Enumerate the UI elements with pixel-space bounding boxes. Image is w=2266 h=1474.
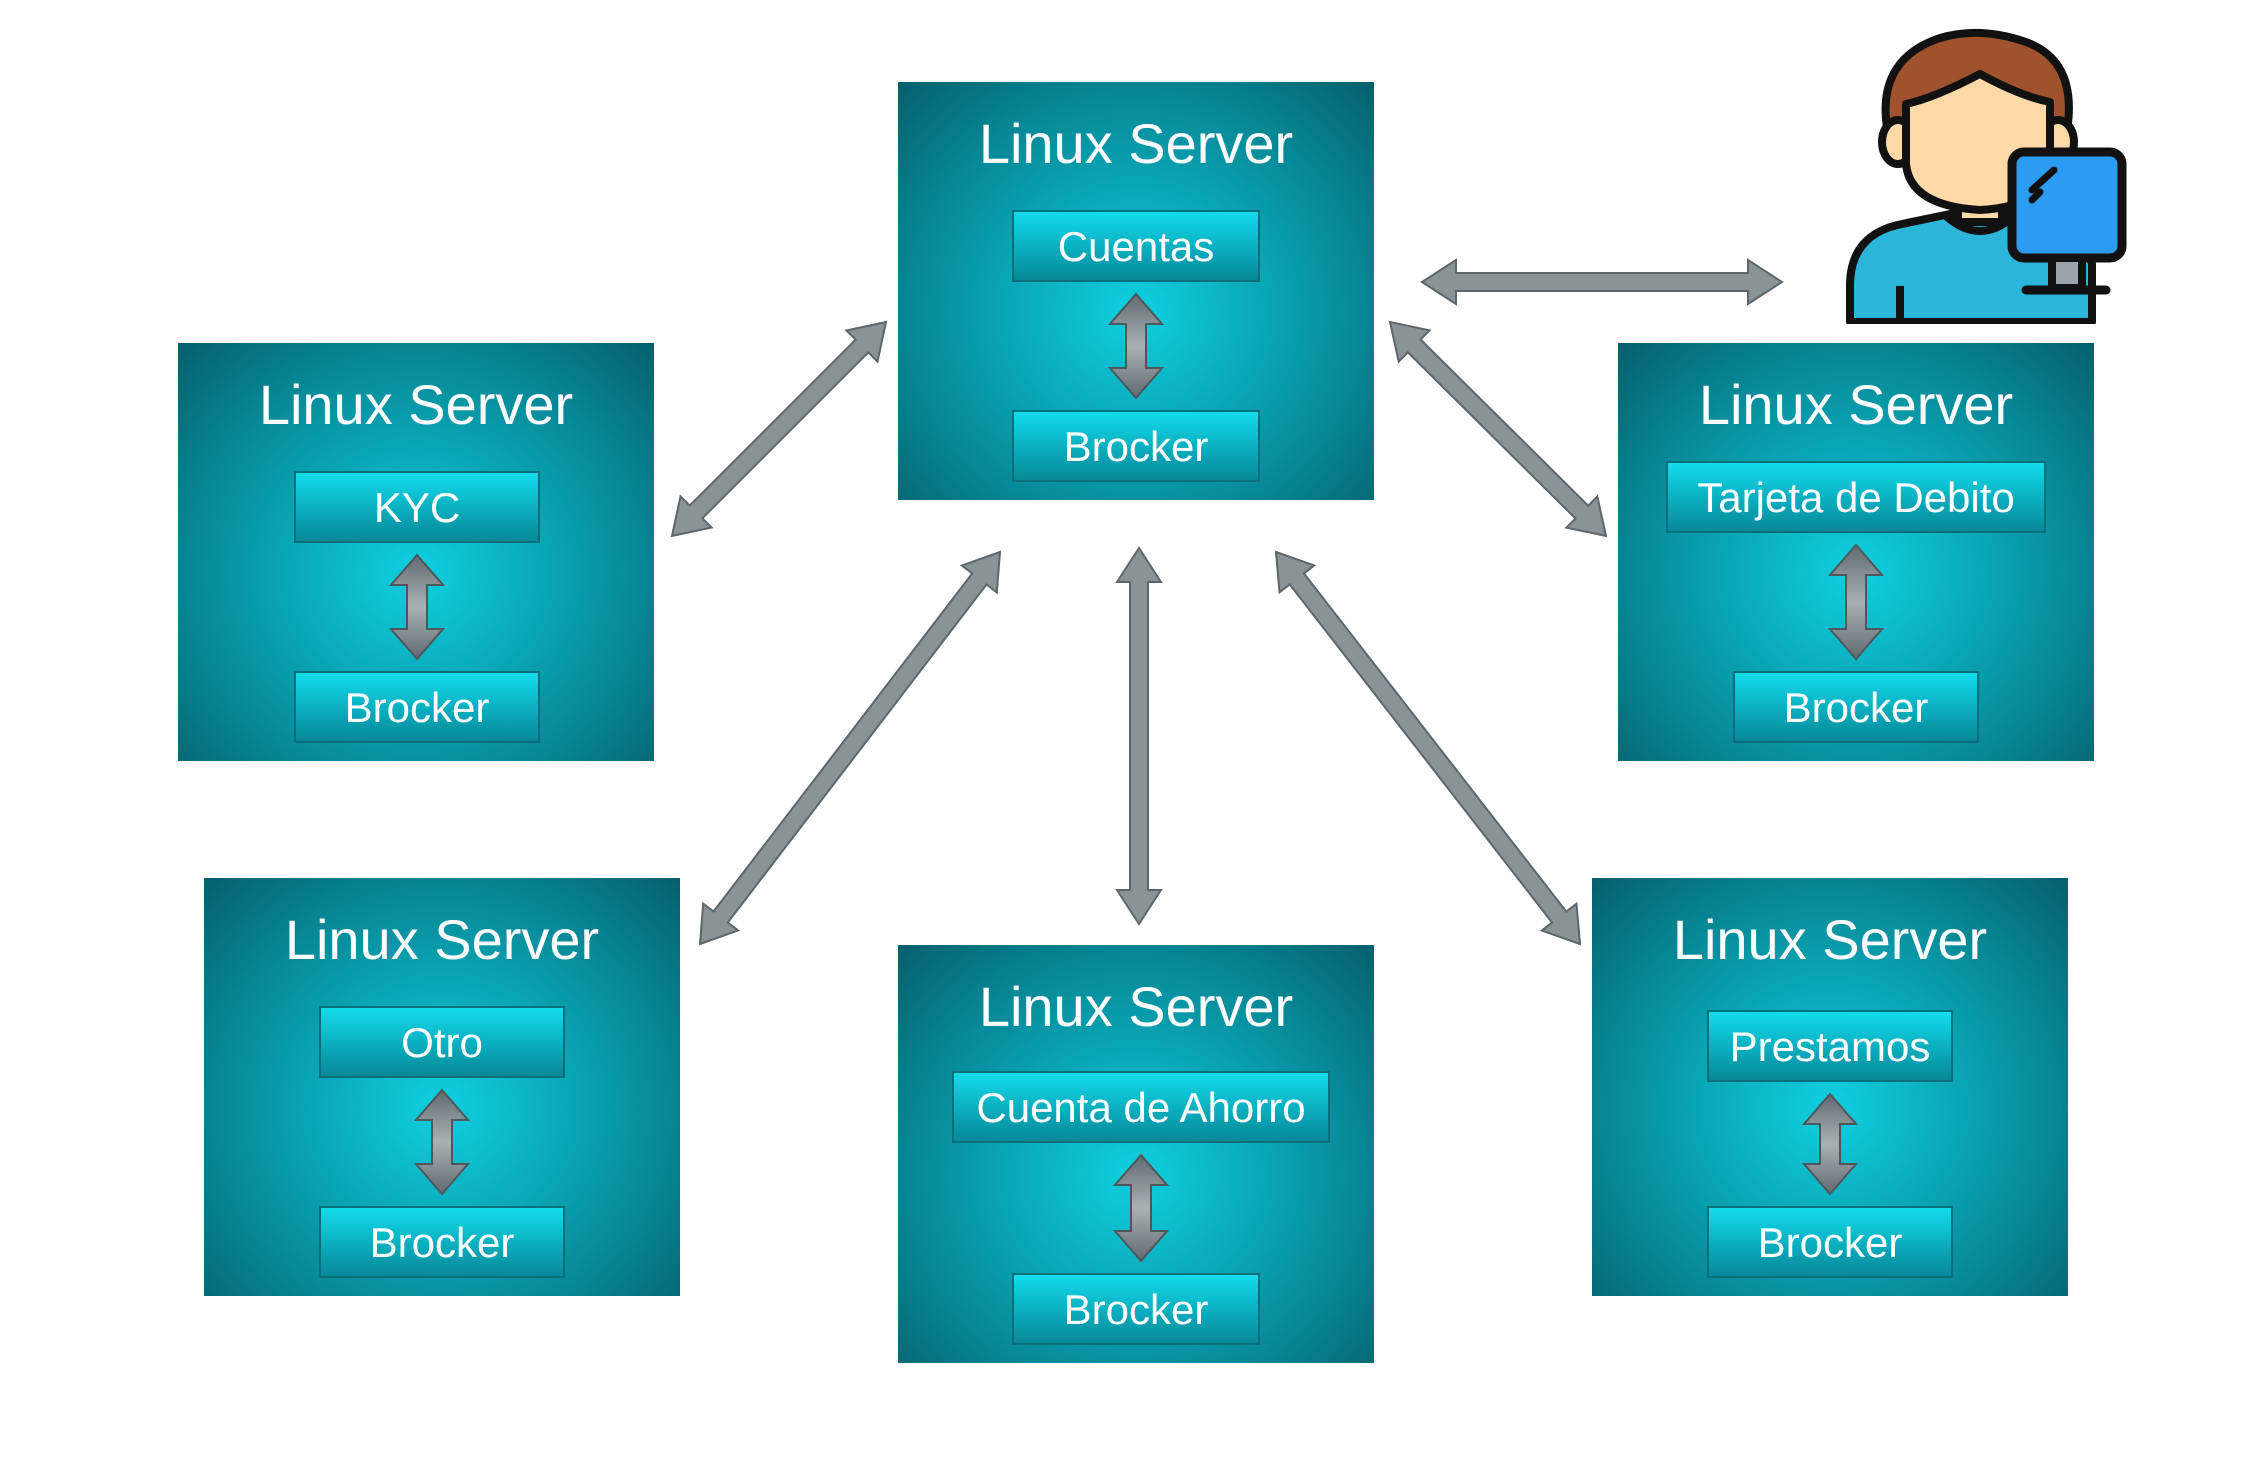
server-kyc: Linux Server KYC Brocker — [178, 343, 654, 761]
inner-arrow-shape — [1112, 1153, 1170, 1263]
service-tarjeta-de-debito: Tarjeta de Debito — [1666, 461, 2046, 533]
inner-arrow-shape — [413, 1088, 471, 1196]
arrow-ahorro — [1115, 546, 1163, 926]
arrow-tarjeta — [1388, 320, 1608, 538]
bidirectional-arrow-icon — [388, 553, 446, 661]
inner-arrow-shape — [388, 553, 446, 661]
server-title: Linux Server — [284, 908, 600, 971]
server-prestamos: Linux Server Prestamos Brocker — [1592, 878, 2068, 1296]
arrow-otro — [698, 550, 1002, 946]
broker-tarjeta-de-debito: Brocker — [1733, 671, 1979, 743]
service-prestamos: Prestamos — [1707, 1010, 1953, 1082]
server-title: Linux Server — [978, 112, 1294, 175]
bidirectional-arrow-icon — [1112, 1153, 1170, 1263]
server-otro: Linux Server Otro Brocker — [204, 878, 680, 1296]
broker-kyc: Brocker — [294, 671, 540, 743]
service-kyc: KYC — [294, 471, 540, 543]
broker-cuenta-de-ahorro: Brocker — [1012, 1273, 1260, 1345]
inner-arrow-shape — [1827, 543, 1885, 661]
bidirectional-arrow-icon — [1827, 543, 1885, 661]
server-title: Linux Server — [1698, 373, 2014, 436]
server-tarjeta-de-debito: Linux Server Tarjeta de Debito Brocker — [1618, 343, 2094, 761]
server-title: Linux Server — [978, 975, 1294, 1038]
server-cuentas: Linux Server Cuentas Brocker — [898, 82, 1374, 500]
server-title: Linux Server — [1672, 908, 1988, 971]
bidirectional-arrow-icon — [1801, 1092, 1859, 1196]
bidirectional-arrow-icon — [413, 1088, 471, 1196]
inner-arrow-shape — [1107, 292, 1165, 400]
service-cuentas: Cuentas — [1012, 210, 1260, 282]
server-title: Linux Server — [258, 373, 574, 436]
arrow-prestamos — [1274, 550, 1582, 946]
broker-prestamos: Brocker — [1707, 1206, 1953, 1278]
broker-cuentas: Brocker — [1012, 410, 1260, 482]
server-cuenta-de-ahorro: Linux Server Cuenta de Ahorro Brocker — [898, 945, 1374, 1363]
broker-otro: Brocker — [319, 1206, 565, 1278]
arrow-user — [1420, 258, 1784, 306]
service-cuenta-de-ahorro: Cuenta de Ahorro — [952, 1071, 1330, 1143]
inner-arrow-shape — [1801, 1092, 1859, 1196]
service-otro: Otro — [319, 1006, 565, 1078]
user-with-computer-icon — [1846, 28, 2127, 324]
arrow-kyc — [670, 320, 888, 538]
